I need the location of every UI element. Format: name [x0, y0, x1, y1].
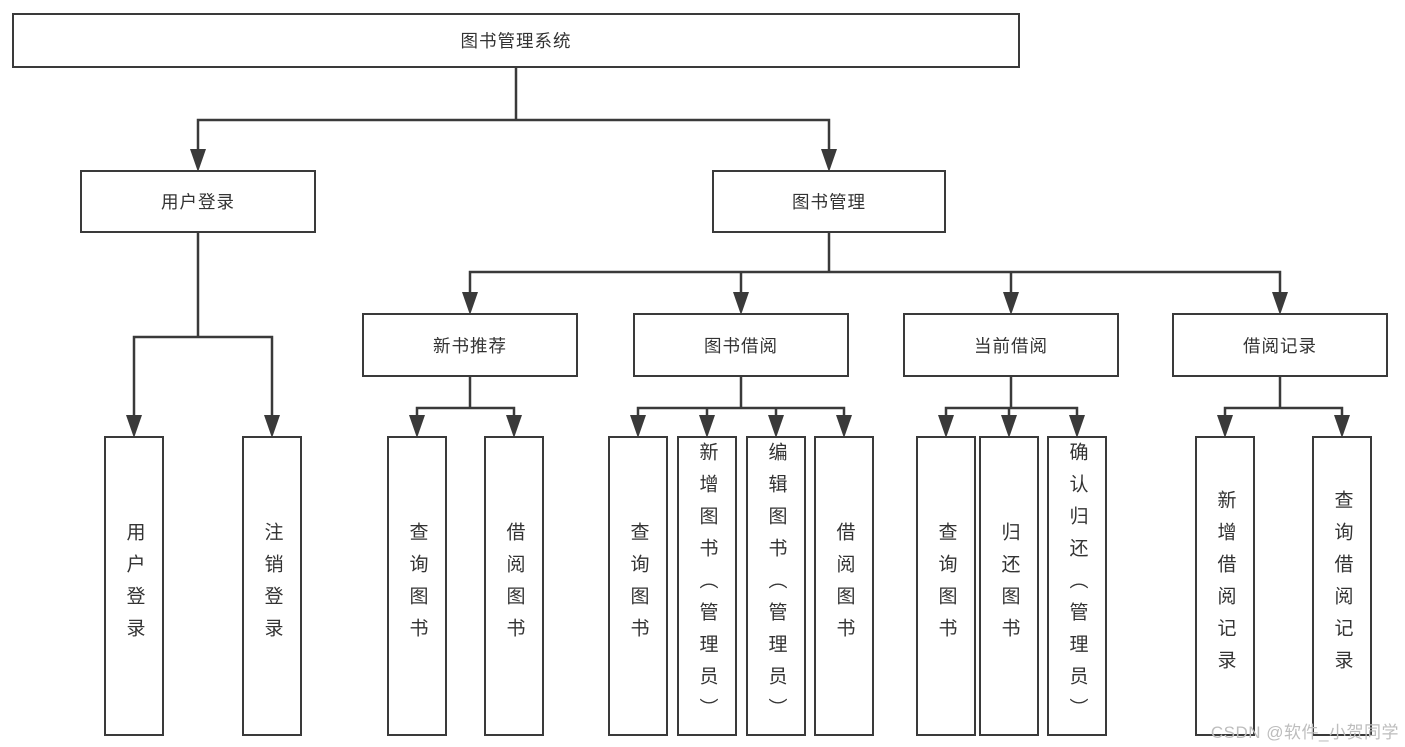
- node-current-borrow-label: 当前借阅: [974, 335, 1048, 356]
- node-leaf-borrow-books-recommend: 借阅图书: [484, 436, 544, 736]
- node-user-login: 用户登录: [80, 170, 316, 233]
- node-leaf-query-borrow-record: 查询借阅记录: [1312, 436, 1372, 736]
- node-leaf-query-books-current: 查询图书: [916, 436, 976, 736]
- node-book-management-label: 图书管理: [792, 192, 866, 212]
- node-leaf-logout: 注销登录: [242, 436, 302, 736]
- node-leaf-add-book-admin-label: 新增图书（管理员）: [696, 442, 718, 730]
- node-user-login-label: 用户登录: [161, 192, 235, 212]
- node-leaf-confirm-return-admin-label: 确认归还（管理员）: [1066, 442, 1088, 730]
- node-leaf-query-books-recommend-label: 查询图书: [406, 522, 428, 650]
- node-root-label: 图书管理系统: [460, 31, 572, 51]
- node-leaf-query-books-recommend: 查询图书: [387, 436, 447, 736]
- node-borrow-records: 借阅记录: [1172, 313, 1388, 377]
- node-leaf-add-borrow-record: 新增借阅记录: [1195, 436, 1255, 736]
- node-borrow-records-label: 借阅记录: [1243, 335, 1317, 356]
- node-leaf-return-book-label: 归还图书: [998, 522, 1020, 650]
- node-new-book-recommend: 新书推荐: [362, 313, 578, 377]
- node-leaf-query-books-borrow: 查询图书: [608, 436, 668, 736]
- node-leaf-edit-book-admin: 编辑图书（管理员）: [746, 436, 806, 736]
- node-leaf-return-book: 归还图书: [979, 436, 1039, 736]
- node-leaf-query-borrow-record-label: 查询借阅记录: [1331, 490, 1353, 682]
- node-leaf-edit-book-admin-label: 编辑图书（管理员）: [765, 442, 787, 730]
- node-book-management: 图书管理: [712, 170, 946, 233]
- node-leaf-borrow-books-label: 借阅图书: [833, 522, 855, 650]
- node-leaf-user-login-label: 用户登录: [123, 522, 145, 650]
- node-leaf-add-borrow-record-label: 新增借阅记录: [1214, 490, 1236, 682]
- node-leaf-borrow-books-recommend-label: 借阅图书: [503, 522, 525, 650]
- node-leaf-borrow-books: 借阅图书: [814, 436, 874, 736]
- node-book-borrow-label: 图书借阅: [704, 335, 778, 356]
- node-leaf-add-book-admin: 新增图书（管理员）: [677, 436, 737, 736]
- node-leaf-query-books-current-label: 查询图书: [935, 522, 957, 650]
- node-leaf-query-books-borrow-label: 查询图书: [627, 522, 649, 650]
- node-root-system: 图书管理系统: [12, 13, 1020, 68]
- node-book-borrow: 图书借阅: [633, 313, 849, 377]
- node-leaf-logout-label: 注销登录: [261, 522, 283, 650]
- node-new-book-recommend-label: 新书推荐: [433, 335, 507, 356]
- node-leaf-user-login: 用户登录: [104, 436, 164, 736]
- node-leaf-confirm-return-admin: 确认归还（管理员）: [1047, 436, 1107, 736]
- node-current-borrow: 当前借阅: [903, 313, 1119, 377]
- csdn-watermark: CSDN @软件_小贺同学: [1210, 723, 1399, 742]
